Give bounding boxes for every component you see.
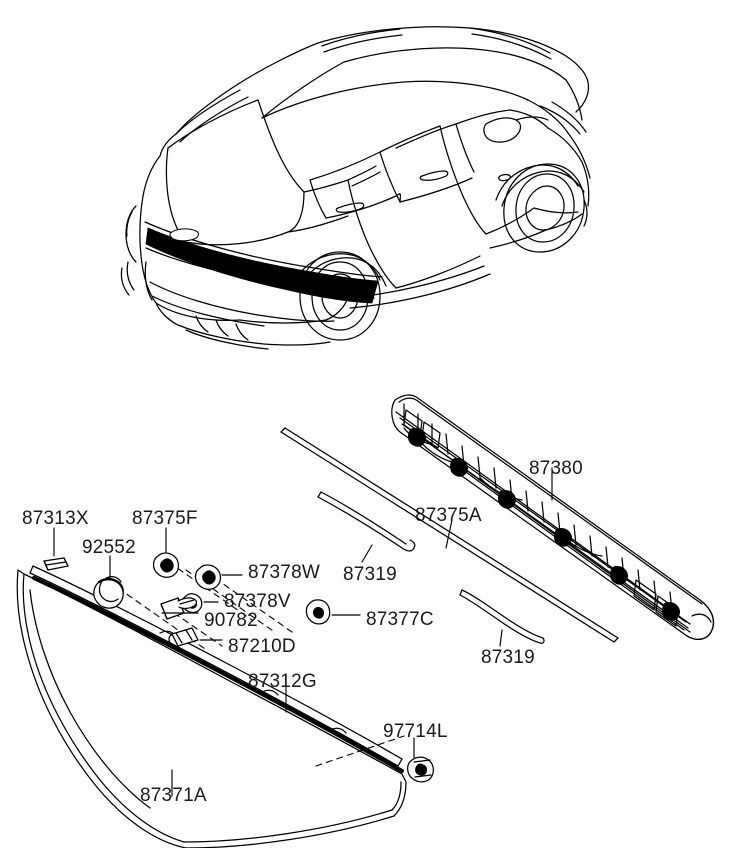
- part-grommet-87375f: [152, 552, 180, 578]
- part-label-87378v: 87378V: [224, 591, 291, 612]
- part-label-87319-upper: 87319: [343, 564, 397, 585]
- part-strip-87319-upper: [317, 491, 416, 552]
- part-label-87313x: 87313X: [22, 508, 89, 529]
- part-label-87319-lower: 87319: [481, 647, 535, 668]
- part-panel-87371a: [16, 569, 407, 848]
- part-nut-97714l: [407, 756, 434, 783]
- part-moulding-87312g: [29, 565, 404, 773]
- part-strip-87375a: [280, 427, 619, 643]
- part-label-87312g: 87312G: [248, 671, 317, 692]
- part-clip-87313x: [43, 557, 69, 571]
- part-clip-87210d: [168, 627, 199, 647]
- part-label-87375a: 87375A: [415, 505, 482, 526]
- leader-lines: [53, 467, 553, 797]
- part-label-87378w: 87378W: [248, 562, 320, 583]
- part-grommet-87378w: [194, 564, 222, 590]
- part-clip-90782: [160, 597, 198, 620]
- part-label-92552: 92552: [82, 537, 136, 558]
- part-label-97714l: 97714L: [383, 721, 448, 742]
- part-label-87210d: 87210D: [228, 636, 296, 657]
- part-label-87375f: 87375F: [132, 508, 198, 529]
- part-label-87380: 87380: [529, 458, 583, 479]
- assembly-guide-lines: [117, 555, 405, 767]
- part-bulb-socket-92552: [93, 576, 124, 609]
- part-grommet-87377c: [305, 599, 331, 625]
- part-label-90782: 90782: [204, 610, 258, 631]
- part-label-87371a: 87371A: [140, 785, 207, 806]
- part-bracket-87380: [391, 394, 715, 640]
- vehicle-illustration: [120, 26, 591, 350]
- part-strip-87319-lower: [459, 589, 545, 644]
- part-label-87377c: 87377C: [366, 609, 434, 630]
